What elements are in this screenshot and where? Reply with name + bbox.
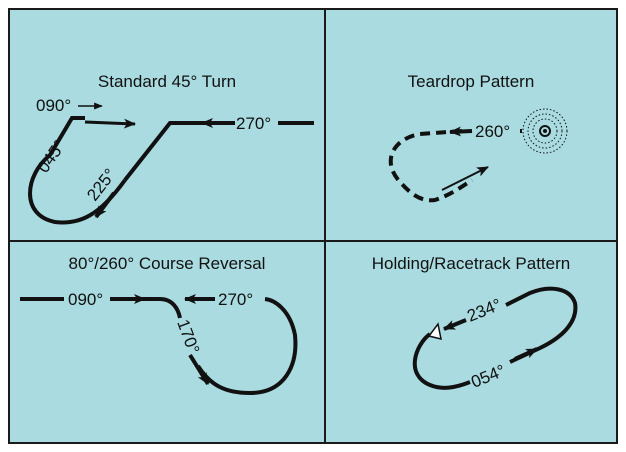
arrowhead-icon <box>94 191 116 219</box>
heading-label-045: 045° <box>34 137 70 177</box>
arrowhead-icon <box>514 347 538 361</box>
teardrop-diagram: 260° <box>388 108 568 203</box>
outbound-course-line <box>110 297 182 319</box>
heading-label-054: 054° <box>468 361 508 392</box>
turn-loop-line <box>196 297 298 396</box>
panel-title-holding: Holding/Racetrack Pattern <box>371 254 571 273</box>
arrowhead-icon <box>443 318 467 331</box>
heading-label-234: 234° <box>464 295 504 326</box>
arrowhead-icon <box>449 126 473 137</box>
course-reversal-diagram: 090° 270° 170° <box>20 289 298 396</box>
procedure-turn-figure: Standard 45° Turn Teardrop Pattern 80°/2… <box>8 8 618 444</box>
heading-label-090: 090° <box>36 96 71 115</box>
holding-diagram: 234° 054° <box>412 286 578 392</box>
panel-title-standard-turn: Standard 45° Turn <box>97 72 237 91</box>
arrowhead-icon <box>188 353 210 386</box>
heading-label-270: 270° <box>218 290 253 309</box>
standard-turn-diagram: 270° 090° 045° 225° <box>28 96 314 225</box>
inbound-leg-line <box>441 166 489 191</box>
racetrack-line <box>505 286 578 364</box>
diagram-canvas: 270° 090° 045° 225° 260° <box>20 96 578 396</box>
panel-title-teardrop: Teardrop Pattern <box>407 72 535 91</box>
heading-label-260: 260° <box>475 122 510 141</box>
heading-label-090: 090° <box>68 290 103 309</box>
heading-label-170: 170° <box>173 317 203 357</box>
fix-triangle-icon <box>427 322 442 341</box>
outbound-leg-line <box>388 129 474 203</box>
navaid-icon <box>522 108 568 154</box>
horizontal-divider <box>10 240 616 242</box>
heading-label-225: 225° <box>83 165 120 204</box>
racetrack-line <box>412 332 471 390</box>
outbound-course-line <box>123 121 240 182</box>
heading-label-270: 270° <box>236 114 271 133</box>
panel-title-course-reversal: 80°/260° Course Reversal <box>68 254 266 273</box>
vertical-divider <box>324 10 326 442</box>
arrowhead-icon <box>84 118 136 129</box>
